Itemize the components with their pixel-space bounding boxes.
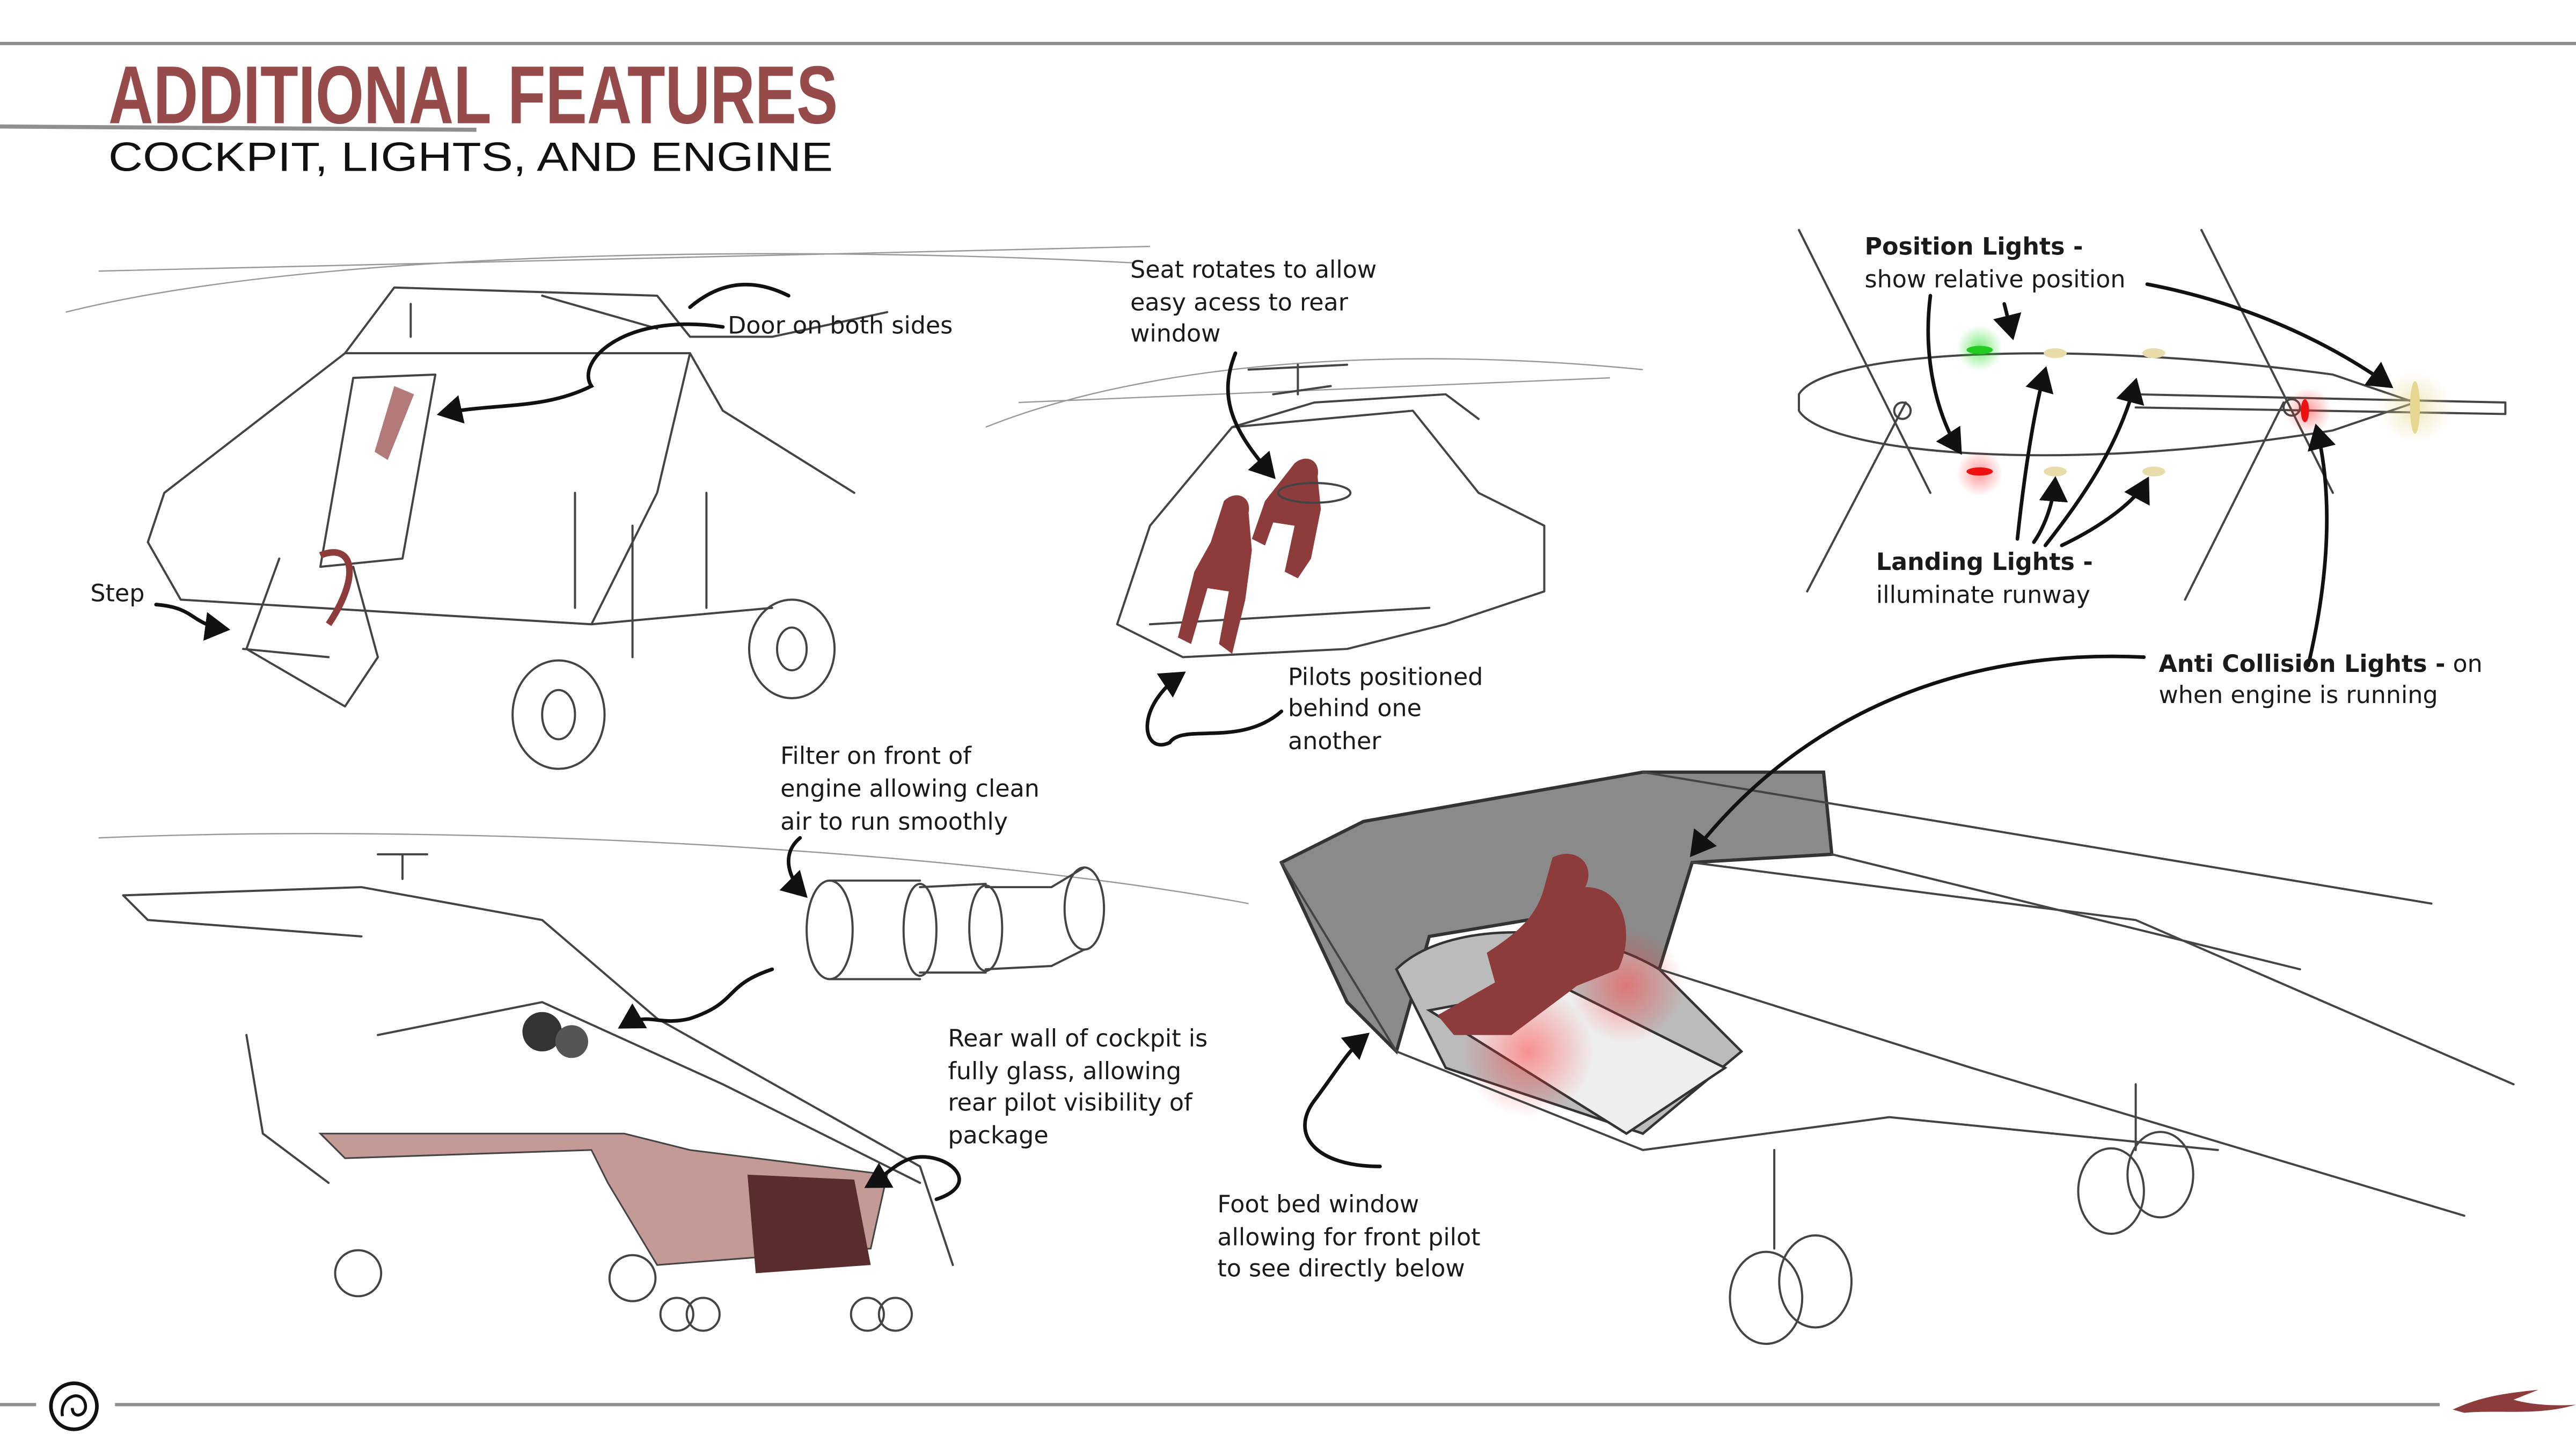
label-position-lights: Position Lights - bbox=[1864, 233, 2083, 260]
foot-bed-sketch bbox=[1279, 654, 2515, 1345]
label-seat-line-1: Seat rotates to allow bbox=[1130, 256, 1377, 283]
brand-logo-icon bbox=[49, 1381, 99, 1431]
label-seat-line-2: easy acess to rear bbox=[1130, 289, 1349, 317]
label-landing-lights: Landing Lights - bbox=[1876, 548, 2093, 576]
label-seat-line-3: window bbox=[1130, 320, 1220, 348]
label-anti-collision-title: Anti Collision Lights - bbox=[2158, 650, 2445, 678]
page-title: ADDITIONAL FEATURES bbox=[108, 49, 838, 141]
label-filter-line-2: engine allowing clean bbox=[780, 775, 1040, 803]
label-door: Door on both sides bbox=[728, 312, 953, 339]
label-foot-bed-line-2: allowing for front pilot bbox=[1217, 1224, 1480, 1251]
label-rear-wall-line-3: rear pilot visibility of bbox=[948, 1089, 1193, 1116]
label-filter-line-1: Filter on front of bbox=[780, 742, 972, 770]
label-pilots-line-3: another bbox=[1288, 728, 1381, 755]
page-subtitle: COCKPIT, LIGHTS, AND ENGINE bbox=[108, 134, 833, 180]
label-filter-line-3: air to run smoothly bbox=[780, 808, 1008, 836]
title-underline bbox=[0, 124, 477, 132]
label-anti-collision-desc: when engine is running bbox=[2158, 682, 2438, 709]
label-rear-wall-line-1: Rear wall of cockpit is bbox=[948, 1025, 1208, 1052]
cockpit-seat-sketch bbox=[985, 351, 1643, 747]
label-position-lights-desc: show relative position bbox=[1864, 266, 2125, 294]
label-landing-lights-desc: illuminate runway bbox=[1876, 581, 2090, 609]
label-rear-wall-line-4: package bbox=[948, 1122, 1048, 1150]
door-sketch bbox=[65, 245, 1150, 770]
label-pilots-line-2: behind one bbox=[1288, 695, 1422, 722]
label-anti-collision: Anti Collision Lights - on bbox=[2158, 650, 2482, 678]
lights-topview-sketch bbox=[1798, 229, 2507, 668]
engine-filter-sketch bbox=[98, 833, 1249, 1332]
label-anti-collision-suffix: on bbox=[2445, 650, 2482, 678]
label-rear-wall-line-2: fully glass, allowing bbox=[948, 1058, 1181, 1085]
label-foot-bed-line-1: Foot bed window bbox=[1217, 1191, 1419, 1218]
label-pilots-line-1: Pilots positioned bbox=[1288, 664, 1483, 691]
label-foot-bed-line-3: to see directly below bbox=[1217, 1255, 1465, 1283]
label-step: Step bbox=[90, 580, 144, 607]
brand-swoosh-icon bbox=[2453, 1389, 2576, 1413]
